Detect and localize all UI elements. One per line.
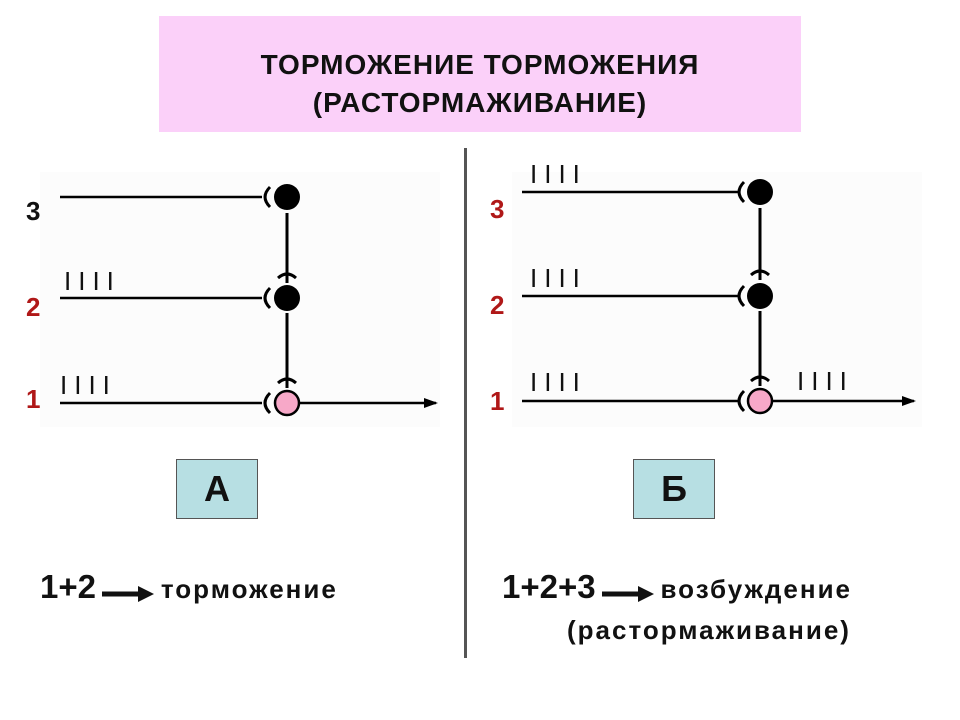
panel-a-neuron-2: [274, 285, 300, 311]
panel-b-formula-result: возбуждение: [660, 574, 853, 604]
panel-a-input-number-1: 1: [26, 384, 40, 414]
panel-b-synapse-top-2: [750, 269, 770, 277]
panel-a-spikes-input-1: IIII: [60, 370, 117, 400]
panel-b-input-number-1: 1: [490, 386, 504, 416]
panel-b-synapse-2: [737, 284, 746, 308]
panel-b-neuron-2: [747, 283, 773, 309]
panel-a-synapse-2: [263, 286, 272, 310]
panel-a-formula-result: торможение: [160, 574, 338, 604]
panel-a-synapse-top-2: [277, 272, 297, 280]
panel-b-neuron-3: [747, 179, 773, 205]
panel-b-spikes-input-1: IIII: [530, 367, 587, 397]
title-line-1: ТОРМОЖЕНИЕ ТОРМОЖЕНИЯ: [260, 49, 700, 80]
panel-a-synapse-top-1: [277, 377, 297, 385]
panel-b-formula-inputs: 1+2+3: [502, 568, 596, 605]
panel-b-formula-note: (растормаживание): [567, 615, 851, 645]
panel-b-formula: 1+2+3 возбуждение: [502, 568, 852, 606]
title-banner: ТОРМОЖЕНИЕ ТОРМОЖЕНИЯ (РАСТОРМАЖИВАНИЕ): [159, 16, 801, 132]
panel-b-spikes-input-2: IIII: [530, 263, 587, 293]
panel-a-background: [40, 172, 440, 427]
panel-a-neuron-1: [273, 389, 301, 417]
panel-a-input-number-2: 2: [26, 292, 40, 322]
panel-b-label-box: Б: [633, 459, 715, 519]
panel-a-synapse-1: [263, 391, 272, 415]
arrow-right-icon: [602, 585, 655, 602]
panel-a-spikes-input-2: IIII: [64, 266, 121, 296]
panel-a-formula-inputs: 1+2: [40, 568, 96, 605]
panel-b-synapse-3: [737, 180, 746, 204]
panel-b-background: [512, 172, 922, 427]
panel-divider: [464, 148, 467, 658]
panel-b-input-number-3: 3: [490, 194, 504, 224]
panel-a-label-box: А: [176, 459, 258, 519]
panel-b-diagram: 3 2 1 IIII IIII IIII IIII: [490, 159, 916, 416]
panel-b-neuron-1: [746, 387, 774, 415]
arrow-right-icon: [102, 585, 155, 602]
panel-b-input-number-2: 2: [490, 290, 504, 320]
panel-a-synapse-3: [263, 185, 272, 209]
panel-a-diagram: 3 2 1 IIII IIII: [26, 184, 438, 417]
panel-b-synapse-top-1: [750, 375, 770, 383]
panel-b-synapse-1: [737, 389, 746, 413]
panel-a-input-number-3: 3: [26, 196, 40, 226]
panel-b-spikes-output: IIII: [797, 366, 854, 396]
title-line-2: (РАСТОРМАЖИВАНИЕ): [312, 87, 648, 118]
panel-b-spikes-input-3: IIII: [530, 159, 587, 189]
panel-a-neuron-3: [274, 184, 300, 210]
panel-a-formula: 1+2 торможение: [40, 568, 338, 606]
